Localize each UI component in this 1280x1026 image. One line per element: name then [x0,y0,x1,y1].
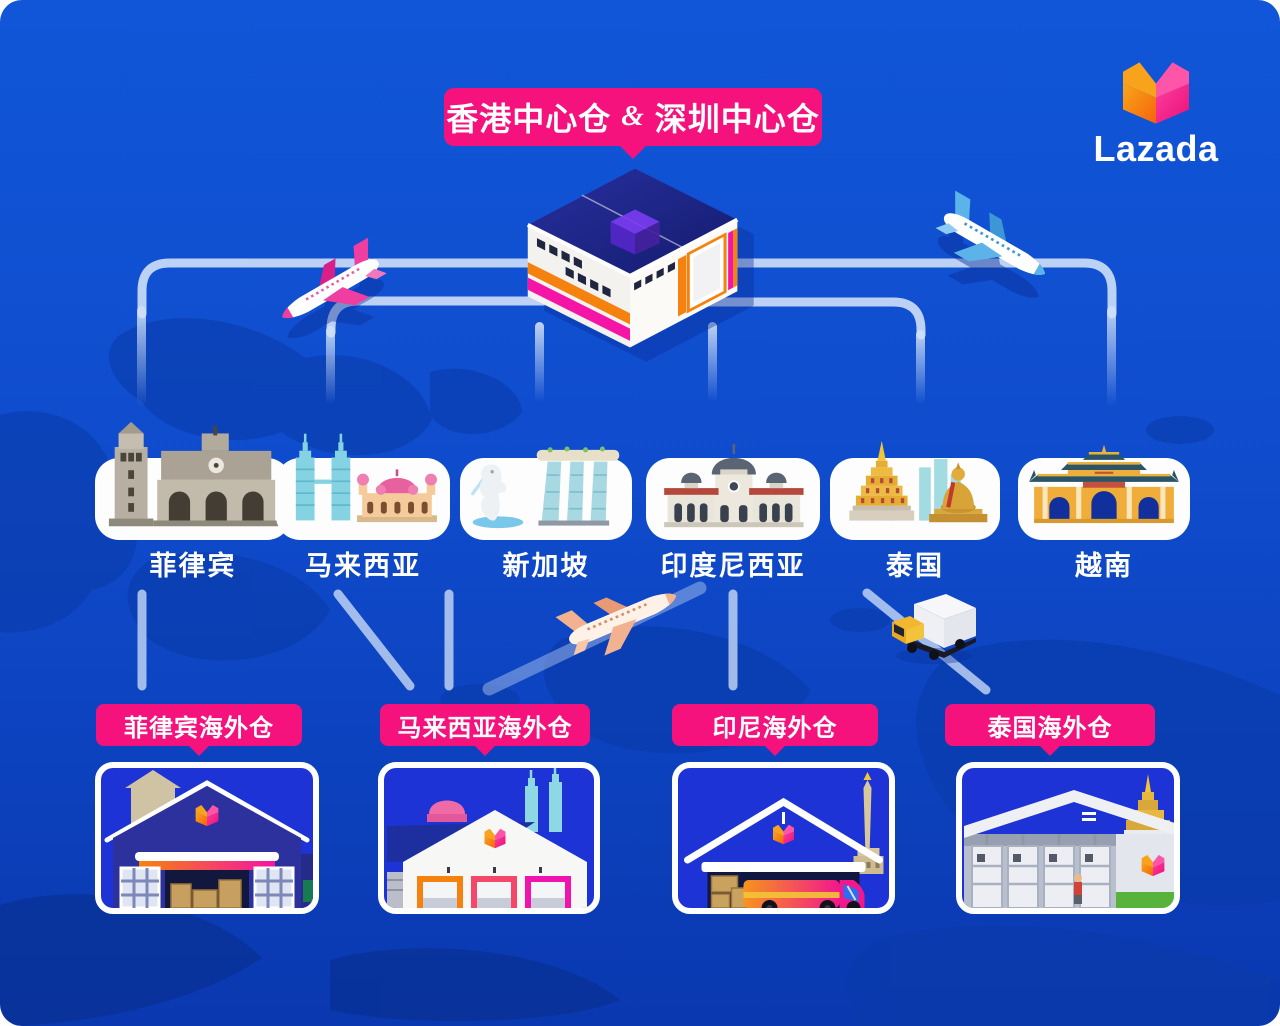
country-card-indonesia: 印度尼西亚 [646,443,820,581]
lazada-logo: Lazada [1086,60,1226,170]
country-card-thailand: 泰国 [830,440,1000,581]
pink-airplane-icon [282,237,387,339]
country-label: 马来西亚 [305,551,421,581]
malaysia-warehouse-card [378,762,600,914]
philippines-warehouse-card [95,762,319,914]
country-label: 越南 [1075,551,1133,581]
malaysia-warehouse-illustration [387,768,587,908]
warehouse-banner-philippines: 菲律宾海外仓 [96,704,302,756]
country-label: 印度尼西亚 [660,551,806,581]
country-card-malaysia: 马来西亚 [276,433,450,581]
delivery-truck-icon [892,594,976,664]
thailand-warehouse-card [956,762,1180,914]
banner-label: 印尼海外仓 [712,714,838,742]
white-airplane-icon [555,593,677,656]
merlion-and-marina-bay-sands-icon [471,446,620,529]
hub-right-wall [630,219,738,348]
country-label: 菲律宾 [149,551,237,581]
connector-fade-line [708,322,717,402]
hub-title-left: 香港中心仓 [446,101,612,137]
country-label: 泰国 [886,551,944,581]
country-card-philippines: 菲律宾 [95,421,291,581]
lazada-wordmark: Lazada [1093,128,1219,169]
country-label: 新加坡 [502,551,590,581]
connector-fade-line [535,322,544,402]
hub-left-wall [527,224,630,348]
country-card-singapore: 新加坡 [460,446,632,581]
country-card-vietnam: 越南 [1018,444,1190,581]
lazada-heart-icon [1123,62,1189,124]
banner-label: 泰国海外仓 [987,714,1113,742]
central-warehouse-illustration [526,168,754,362]
ampersand: & [621,99,645,132]
warehouse-banner-thailand: 泰国海外仓 [945,704,1155,756]
philippines-warehouse-illustration [104,770,313,908]
indonesia-warehouse-card [672,762,895,914]
connector-fade-line [326,326,335,404]
banner-label: 菲律宾海外仓 [124,714,274,742]
indonesia-warehouse-illustration [684,772,884,908]
church-and-bell-tower-icon [108,421,280,527]
grand-mosque-icon [664,443,804,528]
thailand-warehouse-illustration [964,774,1174,908]
hub-title-banner: 香港中心仓 & 深圳中心仓 [444,88,822,159]
warehouse-banner-indonesia: 印尼海外仓 [672,704,878,756]
roof-gem-logo [610,209,660,255]
connector-fade-line [1107,306,1116,406]
warehouse-banner-malaysia: 马来西亚海外仓 [380,704,590,756]
hub-title-right: 深圳中心仓 [654,101,820,137]
connector-fade-line [137,306,146,406]
pagoda-and-buddha-icon [849,440,988,523]
connector-fade-line [916,330,925,404]
temple-gate-icon [1029,444,1179,524]
blue-airplane-icon [935,190,1045,298]
banner-label: 马来西亚海外仓 [397,714,573,742]
petronas-towers-and-mosque-icon [295,433,437,523]
